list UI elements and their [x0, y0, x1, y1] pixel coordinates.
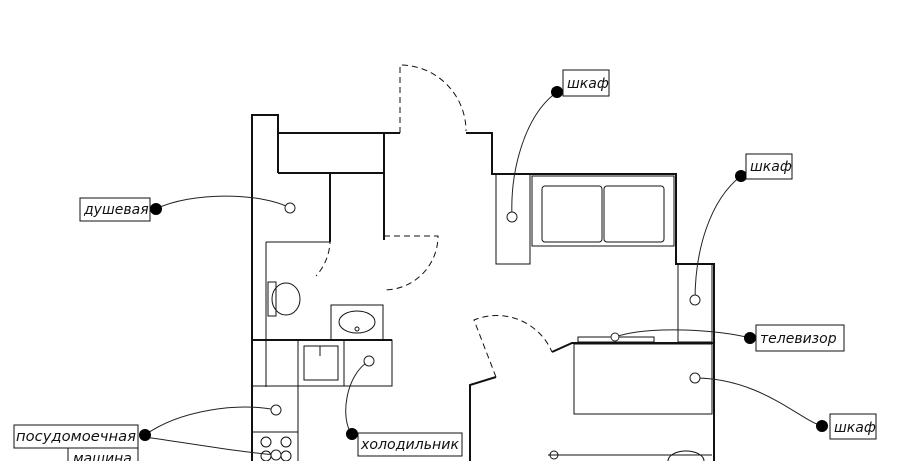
label-wardrobe-2-text: шкаф	[750, 159, 792, 175]
kitchen	[251, 339, 393, 461]
label-tv: телевизор	[755, 324, 845, 352]
furniture-bottom	[548, 450, 712, 461]
wardrobe-top	[495, 173, 531, 265]
label-wardrobe-2: шкаф	[745, 153, 793, 180]
label-dishwasher-line2: машина	[73, 451, 132, 461]
label-dishwasher: посудомоечная машина	[13, 424, 139, 461]
leader-lines	[144, 91, 823, 456]
callout-markers	[139, 86, 828, 461]
label-fridge: холодильник	[357, 432, 463, 457]
label-wardrobe-3: шкаф	[829, 413, 877, 440]
doors	[276, 64, 553, 378]
sofa	[531, 175, 675, 247]
label-shower: душевая	[79, 197, 151, 222]
label-wardrobe-1-text: шкаф	[567, 76, 609, 92]
label-dishwasher-line1: посудомоечная	[16, 429, 136, 445]
label-fridge-text: холодильник	[360, 437, 460, 453]
label-shower-text: душевая	[83, 202, 149, 218]
label-wardrobe-1: шкаф	[562, 69, 610, 97]
walls	[251, 114, 715, 461]
label-wardrobe-3-text: шкаф	[834, 420, 876, 436]
washbasin	[330, 304, 384, 341]
label-tv-text: телевизор	[760, 331, 837, 347]
wardrobe-right	[677, 263, 713, 343]
toilet	[267, 281, 301, 317]
